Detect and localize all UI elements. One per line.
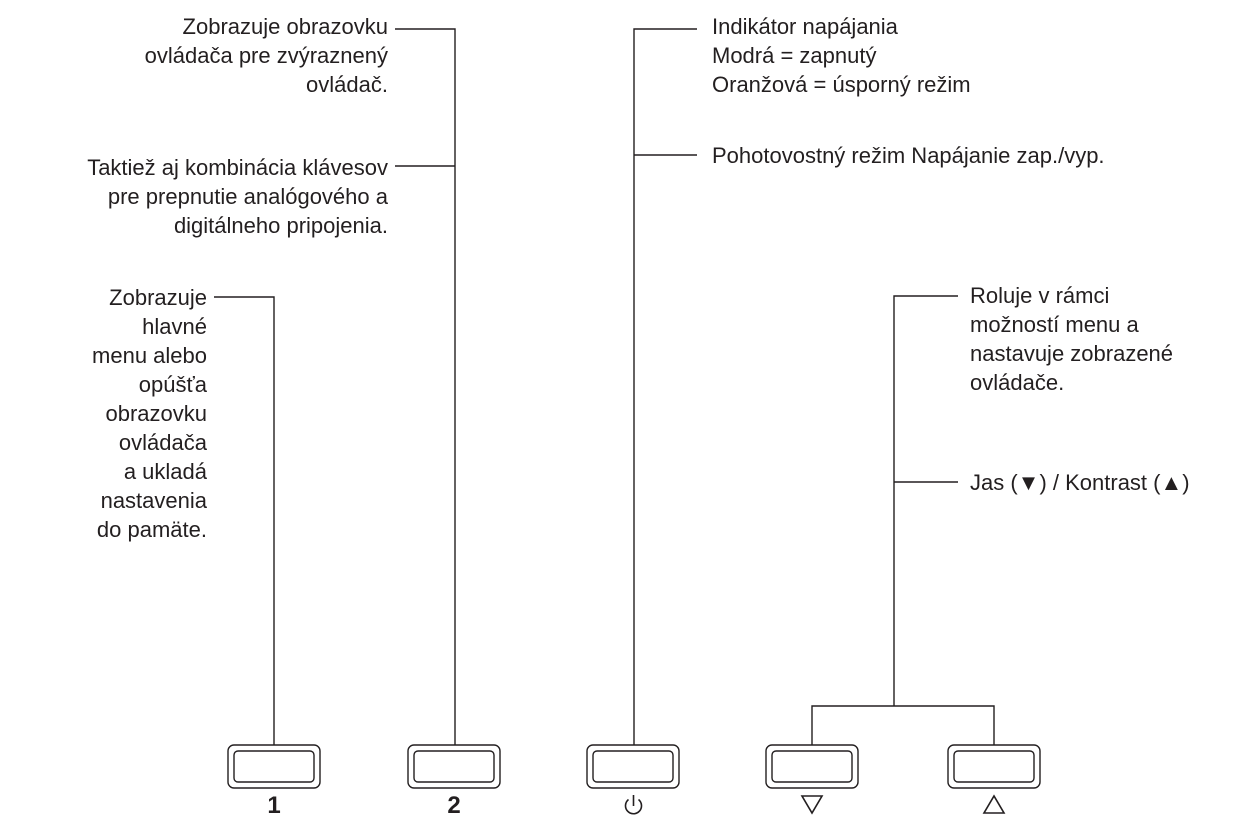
callout-scroll: Roluje v rámci možností menu a nastavuje… <box>970 283 1174 395</box>
leader-scroll <box>893 295 958 706</box>
button-1 <box>227 744 321 789</box>
power-icon <box>624 795 643 815</box>
power-button[interactable] <box>586 744 680 789</box>
button-2-label: 2 <box>447 792 461 819</box>
callout-power-button: Pohotovostný režim Napájanie zap./vyp. <box>712 143 1105 168</box>
leader-menu-button[interactable] <box>214 296 275 745</box>
button-2 <box>407 744 501 789</box>
callout-brightness-contrast: Jas (▼) / Kontrast (▲) <box>970 470 1190 495</box>
up-button[interactable] <box>947 744 1041 789</box>
callout-menu-button: Zobrazuje hlavné menu alebo opúšťa obraz… <box>92 285 207 542</box>
callout-osd-button: Zobrazuje obrazovku ovládača pre zvýrazn… <box>144 14 388 97</box>
leader-arrow-split <box>811 705 995 745</box>
down-triangle-icon <box>800 795 824 815</box>
up-triangle-icon <box>982 794 1006 814</box>
leader-power-led <box>633 28 697 745</box>
callout-input-switch: Taktiež aj kombinácia klávesov pre prepn… <box>87 155 388 238</box>
callout-power-led: Indikátor napájania Modrá = zapnutý Oran… <box>712 14 971 97</box>
leader-osd-button[interactable] <box>395 28 456 745</box>
button-1-label: 1 <box>267 792 281 819</box>
down-button[interactable] <box>765 744 859 789</box>
